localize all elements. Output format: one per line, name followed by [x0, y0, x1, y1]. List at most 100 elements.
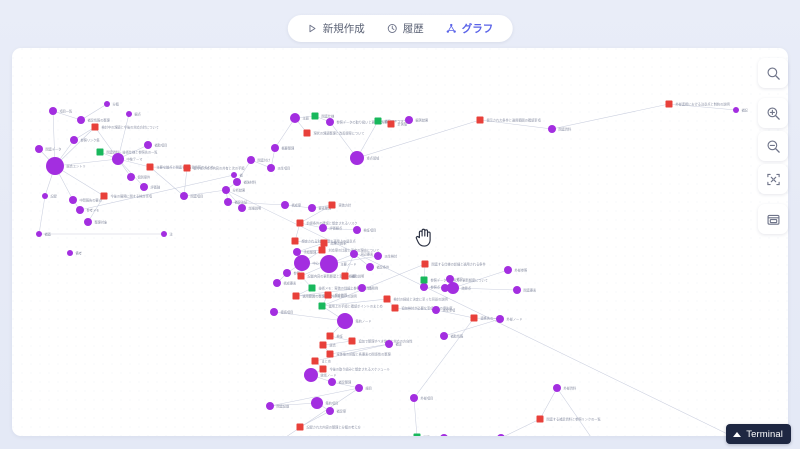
node-shape-square[interactable]: [96, 148, 104, 156]
node-shape-circle[interactable]: [266, 402, 274, 410]
node-shape-circle[interactable]: [504, 266, 512, 274]
graph-node[interactable]: 関連する仕様の詳細と適用される条件: [421, 260, 487, 268]
node-shape-circle[interactable]: [410, 394, 418, 402]
node-shape-square[interactable]: [326, 350, 334, 358]
node-shape-circle[interactable]: [311, 397, 323, 409]
node-shape-circle[interactable]: [319, 224, 327, 232]
node-shape-square[interactable]: [311, 357, 319, 365]
node-shape-circle[interactable]: [441, 284, 449, 292]
node-shape-circle[interactable]: [77, 116, 85, 124]
graph-node[interactable]: 総合エントリ: [46, 157, 86, 175]
node-shape-circle[interactable]: [328, 378, 336, 386]
node-shape-circle[interactable]: [231, 172, 237, 178]
node-shape-circle[interactable]: [70, 136, 78, 144]
node-shape-circle[interactable]: [76, 206, 84, 214]
graph-node[interactable]: 構成案: [281, 201, 302, 209]
graph-node[interactable]: 統合: [319, 341, 337, 349]
graph-node[interactable]: 検討の経緯と決定に至った背景の説明: [383, 295, 448, 303]
fit-screen-button[interactable]: [758, 164, 788, 194]
graph-node[interactable]: 外部参照: [504, 266, 528, 274]
node-shape-circle[interactable]: [513, 286, 521, 294]
node-shape-circle[interactable]: [405, 116, 413, 124]
tab-history[interactable]: 履歴: [376, 18, 435, 39]
node-shape-circle[interactable]: [337, 313, 353, 329]
graph-node[interactable]: 関連要素: [513, 286, 537, 294]
graph-node[interactable]: 注: [161, 231, 174, 237]
search-button[interactable]: [758, 58, 788, 88]
terminal-button[interactable]: Terminal: [726, 424, 791, 444]
graph-node[interactable]: 補足ドキュメント: [374, 117, 411, 125]
graph-node[interactable]: 集約ノード: [337, 313, 371, 329]
node-shape-circle[interactable]: [35, 145, 43, 153]
graph-node[interactable]: 全体像の把握と各要素の関係性の整理: [326, 350, 392, 358]
node-shape-square[interactable]: [308, 284, 316, 292]
graph-node[interactable]: 参照リンク集: [70, 136, 100, 144]
zoom-out-button[interactable]: [758, 131, 788, 161]
graph-node[interactable]: 外部項目: [410, 394, 433, 402]
node-shape-circle[interactable]: [326, 407, 334, 415]
graph-node[interactable]: 構成要素: [273, 279, 297, 287]
graph-node[interactable]: 観測結果: [405, 116, 429, 124]
graph-node[interactable]: 実装方針: [328, 201, 353, 209]
node-shape-circle[interactable]: [294, 255, 310, 271]
node-shape-circle[interactable]: [42, 193, 48, 199]
graph-node[interactable]: 追加検討が必要な事項とその優先度: [391, 304, 454, 312]
graph-node[interactable]: 周辺要素: [350, 250, 374, 258]
node-shape-circle[interactable]: [281, 201, 289, 209]
tab-new[interactable]: 新規作成: [296, 18, 376, 39]
zoom-in-button[interactable]: [758, 98, 788, 128]
node-shape-square[interactable]: [319, 341, 327, 349]
graph-node[interactable]: 対応案の比較と選定の理由について: [318, 246, 380, 254]
tab-graph[interactable]: グラフ: [435, 18, 505, 39]
graph-node[interactable]: 技術メモ：実装の詳細と参照した資料: [308, 284, 374, 292]
node-shape-square[interactable]: [292, 292, 300, 300]
graph-node[interactable]: 補強材料: [233, 178, 257, 186]
node-shape-circle[interactable]: [733, 107, 739, 113]
graph-node[interactable]: 派生事項: [432, 306, 456, 314]
node-shape-circle[interactable]: [548, 125, 556, 133]
graph-node[interactable]: 補足条件: [366, 263, 390, 271]
graph-node[interactable]: 詳細説明: [238, 204, 261, 212]
node-shape-circle[interactable]: [144, 141, 152, 149]
node-shape-circle[interactable]: [247, 156, 255, 164]
graph-node[interactable]: 記録された内容の整理と分類の考え方: [296, 423, 361, 431]
graph-node[interactable]: 今後の展開に関する検討事項: [100, 192, 153, 200]
graph-node[interactable]: 集約項目: [311, 397, 338, 409]
node-shape-square[interactable]: [183, 164, 191, 172]
graph-node[interactable]: 概要整理: [271, 144, 295, 152]
node-shape-square[interactable]: [413, 433, 421, 437]
graph-node[interactable]: 関連する補足資料と参照リンクの一覧: [536, 415, 602, 423]
node-shape-square[interactable]: [100, 192, 108, 200]
node-shape-square[interactable]: [328, 201, 336, 209]
graph-node[interactable]: 派生検討: [374, 252, 398, 260]
node-shape-circle[interactable]: [366, 263, 374, 271]
node-shape-square[interactable]: [297, 272, 305, 280]
node-shape-square[interactable]: [303, 129, 311, 137]
node-shape-circle[interactable]: [180, 192, 188, 200]
graph-node[interactable]: 主要ノード: [320, 255, 356, 273]
node-shape-square[interactable]: [374, 117, 382, 125]
node-shape-square[interactable]: [326, 332, 334, 340]
graph-node[interactable]: 補注: [385, 340, 403, 348]
node-shape-square[interactable]: [348, 337, 356, 345]
node-shape-circle[interactable]: [273, 279, 281, 287]
graph-node[interactable]: 運用上の手順と確認ポイントのまとめ: [318, 302, 383, 310]
node-shape-circle[interactable]: [233, 178, 241, 186]
graph-node[interactable]: 計測値: [387, 120, 408, 128]
node-shape-square[interactable]: [91, 123, 99, 131]
node-shape-square[interactable]: [470, 314, 478, 322]
node-shape-circle[interactable]: [432, 306, 440, 314]
node-shape-circle[interactable]: [84, 218, 92, 226]
graph-node[interactable]: 補足: [446, 275, 464, 283]
node-shape-square[interactable]: [536, 415, 544, 423]
graph-node[interactable]: 分類: [104, 101, 120, 107]
graph-node[interactable]: 補足整理: [328, 378, 352, 386]
node-shape-circle[interactable]: [355, 384, 363, 392]
node-shape-circle[interactable]: [447, 282, 459, 294]
node-shape-circle[interactable]: [36, 231, 42, 237]
snapshot-button[interactable]: [758, 204, 788, 234]
node-shape-circle[interactable]: [440, 332, 448, 340]
node-shape-circle[interactable]: [46, 157, 64, 175]
graph-node[interactable]: 補: [231, 172, 244, 178]
node-shape-square[interactable]: [146, 163, 154, 171]
